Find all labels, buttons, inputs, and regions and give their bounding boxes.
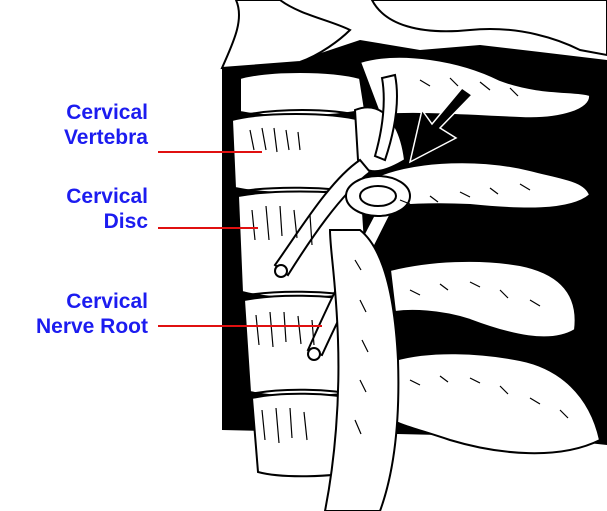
cervical-nerve-root-label-line1: Cervical [0,289,148,314]
cervical-nerve-root-label-line2: Nerve Root [0,314,148,339]
cervical-vertebra-label-line2: Vertebra [20,125,148,150]
cervical-vertebra-label: Cervical Vertebra [20,100,148,150]
cervical-nerve-root-label: Cervical Nerve Root [0,289,148,339]
herniated-disc [346,176,410,216]
cervical-vertebra-label-line1: Cervical [20,100,148,125]
cervical-disc-label-line1: Cervical [20,184,148,209]
cervical-disc-label: Cervical Disc [20,184,148,234]
cervical-disc-label-line2: Disc [20,209,148,234]
